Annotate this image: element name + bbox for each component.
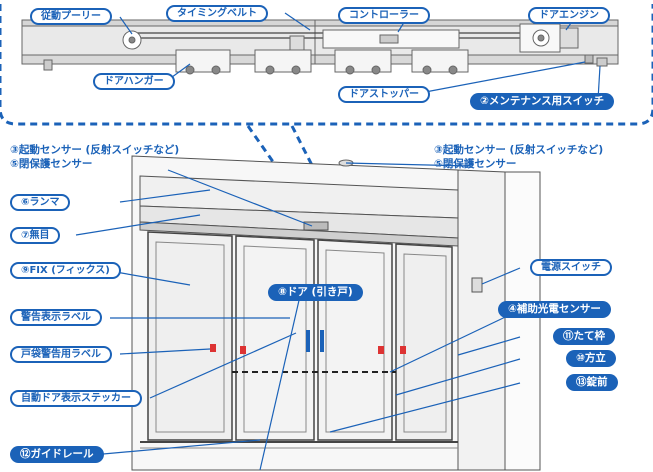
pocket-warning-label-label: 戸袋警告用ラベル [10,346,112,363]
door-stopper-label: ドアストッパー [338,86,430,103]
lock-front-label: ⑬錠前 [566,374,618,391]
leader-lines [75,12,601,471]
hanger-2 [254,49,312,73]
timing-belt-label: タイミングベルト [166,5,268,22]
start-sensor-label-right: ③起動センサー (反射スイッチなど) ⑤閉保護センサー [434,143,603,171]
power-switch-label: 電源スイッチ [530,259,612,276]
mumei-label: ⑦無目 [10,227,61,244]
glass-panels [147,231,453,441]
mechanism-callout-frame [0,4,653,126]
start-sensor-text-left: ③起動センサー (反射スイッチなど) [10,144,180,156]
transom-area [139,175,459,247]
warning-label-label: 警告表示ラベル [10,309,102,326]
door-mechanism [21,19,619,75]
hanger-3 [334,49,392,73]
controller-label: コントローラー [338,7,430,24]
door-label: ⑧ドア (引き戸) [268,284,363,301]
guide-rail-label: ⑫ガイドレール [10,446,104,463]
start-sensor-label-left: ③起動センサー (反射スイッチなど) ⑤閉保護センサー [10,143,179,171]
door-stopper [584,54,594,64]
header-sensor [303,221,329,231]
power-switch-box [471,277,483,293]
maintenance-switch-body [596,57,608,67]
fix-label: ⑨FIX (フィックス) [10,262,121,279]
hanger-4 [411,49,469,73]
door-engine-label: ドアエンジン [528,7,610,24]
door-hanger-label: ドアハンガー [93,73,175,90]
maintenance-switch-label: ②メンテナンス用スイッチ [470,93,615,110]
start-sensor-text-right: ③起動センサー (反射スイッチなど) [434,144,604,156]
vertical-frame-label: ⑪たて枠 [553,328,615,345]
transom-label: ⑥ランマ [10,194,71,211]
driven-pulley-label: 従動プーリー [30,8,112,25]
auto-door-sticker-label: 自動ドア表示ステッカー [10,390,142,407]
close-protect-sensor-text-right: ⑤閉保護センサー [434,158,517,170]
close-protect-sensor-text-left: ⑤閉保護センサー [10,158,93,170]
mullion-label: ⑩方立 [566,350,616,367]
aux-sensor-label: ④補助光電センサー [498,301,611,318]
